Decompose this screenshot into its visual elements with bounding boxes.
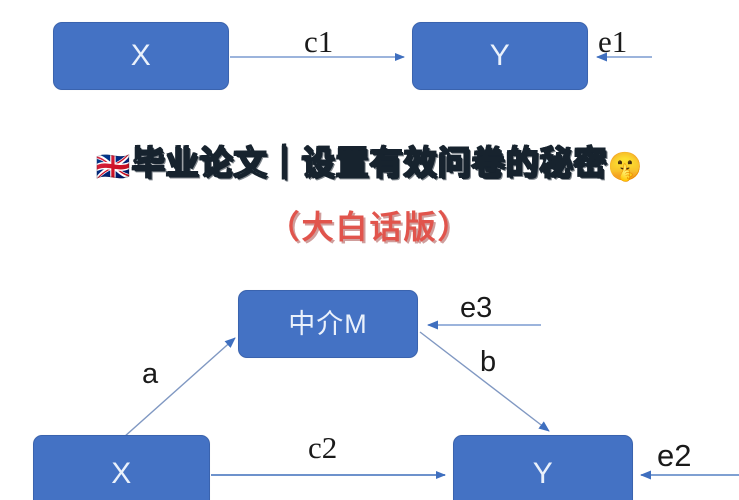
node-x-bottom: X: [33, 435, 210, 500]
edge-a-arrow: [123, 337, 236, 438]
node-x-bottom-label: X: [111, 457, 132, 490]
page-title-text: 毕业论文｜设置有效问卷的秘密: [131, 143, 608, 182]
edge-label-c2: c2: [308, 430, 338, 465]
edge-label-e3: e3: [460, 292, 493, 324]
headline-block: 🇬🇧毕业论文｜设置有效问卷的秘密🤫 （大白话版）: [0, 143, 739, 248]
uk-flag-icon: 🇬🇧: [95, 150, 132, 183]
shushing-face-icon: 🤫: [607, 150, 644, 183]
page-title: 🇬🇧毕业论文｜设置有效问卷的秘密🤫: [0, 143, 739, 183]
node-y-bottom: Y: [453, 435, 633, 500]
node-y-top-label: Y: [489, 39, 511, 72]
node-x-top-label: X: [130, 39, 152, 72]
edge-label-a: a: [142, 358, 159, 390]
edge-label-e1: e1: [598, 24, 628, 59]
node-mediator-m-label: 中介M: [288, 308, 368, 339]
edge-label-c1: c1: [304, 24, 334, 59]
page-subtitle: （大白话版）: [267, 208, 472, 247]
edge-label-e2: e2: [657, 438, 692, 473]
node-mediator-m: 中介M: [238, 290, 418, 358]
node-y-bottom-label: Y: [532, 457, 554, 490]
edge-label-b: b: [480, 346, 497, 378]
node-y-top: Y: [412, 22, 588, 90]
node-x-top: X: [53, 22, 229, 90]
